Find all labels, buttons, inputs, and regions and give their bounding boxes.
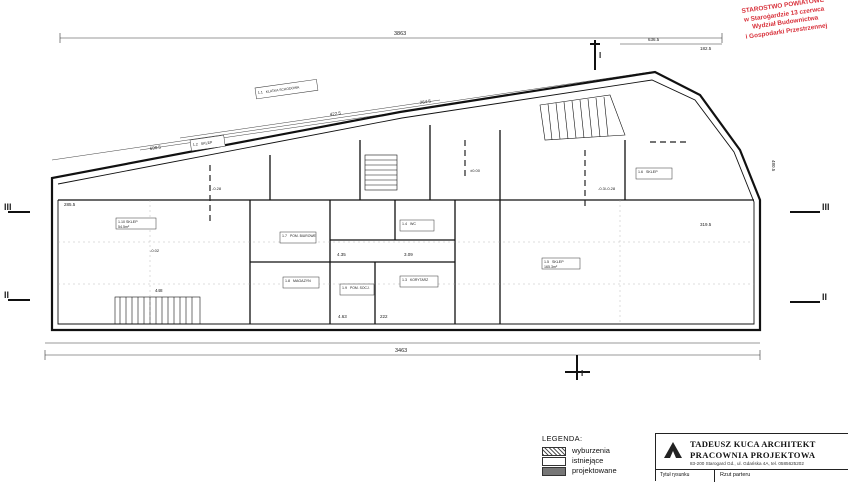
- legend: LEGENDA: wyburzenia istniejące projektow…: [542, 434, 617, 476]
- span-dim-b: 222: [380, 314, 388, 319]
- legend-swatch-planned: [542, 467, 566, 476]
- firm-name: TADEUSZ KUCA ARCHITEKT: [690, 439, 816, 449]
- level-b: -0.02: [150, 248, 160, 253]
- svg-text:54.5m²: 54.5m²: [118, 225, 130, 229]
- diag-dim-3: 264.5: [419, 98, 431, 105]
- svg-text:POM. BIUROWE: POM. BIUROWE: [290, 234, 317, 238]
- row-divider: [714, 470, 715, 482]
- legend-title: LEGENDA:: [542, 434, 583, 443]
- top-dimension-line: [59, 33, 723, 45]
- legend-swatch-existing: [542, 457, 566, 466]
- room-label-1-6: 1.6 SKLEP: [635, 167, 673, 180]
- svg-text:KLATKA SCHODOWA: KLATKA SCHODOWA: [266, 85, 301, 94]
- mid-dim-b: 3.09: [404, 252, 413, 257]
- outer-walls: [50, 70, 762, 332]
- section-cut-lines: [209, 140, 690, 225]
- legend-swatch-demolish: [542, 447, 566, 456]
- section-I-top: I: [599, 51, 601, 60]
- svg-text:SKLEP: SKLEP: [201, 140, 214, 146]
- svg-text:1.1: 1.1: [258, 90, 264, 95]
- svg-text:165.3m²: 165.3m²: [544, 265, 558, 269]
- interior-partitions: [58, 125, 754, 324]
- room-label-1-1: 1.1 KLATKA SCHODOWA: [254, 79, 319, 100]
- section-markers: [8, 40, 820, 380]
- section-III-right: III: [822, 202, 830, 212]
- level-a: -0.28: [212, 186, 222, 191]
- svg-text:1.7: 1.7: [282, 234, 287, 238]
- svg-text:1.6: 1.6: [638, 170, 643, 174]
- firm-logo-icon: [664, 442, 682, 458]
- bottom-total-dim: 3463: [395, 348, 407, 354]
- diag-dim-2: 422.5: [329, 110, 341, 117]
- svg-text:1.10: 1.10: [118, 220, 125, 224]
- svg-text:SKLEP: SKLEP: [646, 170, 658, 174]
- stair-centre: [364, 154, 398, 191]
- right-lower-dim: 319.5: [700, 222, 712, 227]
- section-III-left: III: [4, 202, 12, 212]
- section-I-bottom: I: [581, 369, 583, 378]
- stair-upper-right: [539, 94, 626, 141]
- room-label-1-3: 1.3 KORYTARZ: [399, 275, 439, 288]
- title-block: TADEUSZ KUCA ARCHITEKT PRACOWNIA PROJEKT…: [655, 433, 848, 482]
- room-label-1-9: 1.9 POM. SOCJ.: [339, 283, 375, 296]
- mid-dim-a: 4.35: [337, 252, 346, 257]
- top-small-dim: 182.5: [700, 46, 712, 51]
- firm-subtitle: PRACOWNIA PROJEKTOWA: [690, 450, 816, 460]
- left-bottom-dim: 448: [155, 288, 163, 293]
- svg-text:1.4: 1.4: [402, 222, 407, 226]
- svg-text:WC: WC: [410, 222, 416, 226]
- svg-text:POM. SOCJ.: POM. SOCJ.: [350, 286, 370, 290]
- svg-text:KORYTARZ: KORYTARZ: [410, 278, 428, 282]
- top-total-dim: 3863: [394, 31, 406, 37]
- svg-text:1.5: 1.5: [544, 260, 549, 264]
- drawing-title-value: Rzut parteru: [720, 472, 751, 478]
- svg-text:1.9: 1.9: [342, 286, 347, 290]
- diagonal-dimension-lines: [51, 71, 651, 161]
- level-c: ±0.00: [470, 168, 481, 173]
- section-II-left: II: [4, 290, 9, 300]
- svg-text:1.3: 1.3: [402, 278, 407, 282]
- svg-text:1.8: 1.8: [285, 279, 290, 283]
- svg-text:1.2: 1.2: [193, 142, 199, 147]
- drawing-title-row: Tytuł rysunku Rzut parteru: [656, 469, 848, 482]
- firm-address: 83-200 Starogard Gd., ul. Gdańska 4A, te…: [690, 461, 804, 466]
- room-label-1-2: 1.2 SKLEP: [189, 134, 226, 152]
- svg-text:MAGAZYN: MAGAZYN: [293, 279, 311, 283]
- diag-dim-1: 690.5: [149, 144, 161, 151]
- room-label-1-10: 1.10 SKLEP 54.5m²: [115, 217, 157, 230]
- room-label-1-4: 1.4 WC: [399, 219, 435, 232]
- span-dim-a: 4.63: [338, 314, 347, 319]
- level-d: -0.3/-0.28: [598, 186, 616, 191]
- svg-text:SKLEP: SKLEP: [126, 220, 138, 224]
- inner-wall-line: [57, 79, 755, 325]
- left-seg-dim: 285.5: [64, 202, 76, 207]
- stair-left: [114, 296, 201, 325]
- top-right-dim: 636.5: [648, 37, 660, 42]
- bottom-dimension-line: [44, 342, 761, 360]
- svg-text:SKLEP: SKLEP: [552, 260, 564, 264]
- section-II-right: II: [822, 292, 827, 302]
- drawing-title-label: Tytuł rysunku: [660, 472, 690, 478]
- room-label-1-5: 1.5 SKLEP 165.3m²: [541, 257, 581, 270]
- room-label-1-8: 1.8 MAGAZYN: [282, 276, 320, 289]
- room-label-1-7: 1.7 POM. BIUROWE: [279, 231, 317, 244]
- right-vert-dim: 480.5: [771, 160, 776, 172]
